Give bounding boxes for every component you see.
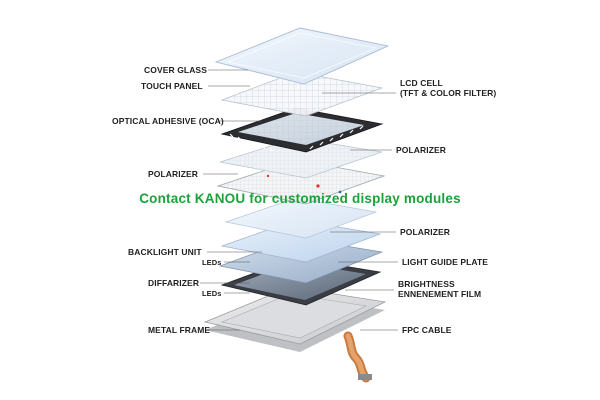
label-lcd-cell-sub: (TFT & COLOR FILTER) <box>400 88 497 98</box>
label-lcd-cell: LCD CELL <box>400 78 443 88</box>
touch-panel-layer <box>220 71 384 117</box>
label-brightness: BRIGHTNESS <box>398 279 455 289</box>
label-polarizer-right-mid: POLARIZER <box>400 227 451 237</box>
fpc-cable <box>343 331 372 383</box>
label-touch-panel: TOUCH PANEL <box>141 81 203 91</box>
label-cover-glass: COVER GLASS <box>144 65 207 75</box>
label-diffarizer: DIFFARIZER <box>148 278 200 288</box>
optical-adhesive-layer <box>220 107 384 153</box>
lower-polarizer-layer <box>224 197 378 239</box>
label-backlight-unit: BACKLIGHT UNIT <box>128 247 202 257</box>
watermark-text: Contact KANOU for customized display mod… <box>139 191 461 206</box>
polarizer-sheet-layer <box>219 137 383 179</box>
label-leds-bottom: LEDs <box>202 289 222 298</box>
metal-frame-layer <box>203 286 387 352</box>
label-brightness-sub: ENNENEMENT FILM <box>398 289 482 299</box>
label-metal-frame: METAL FRAME <box>148 325 211 335</box>
leader-lines <box>200 69 398 331</box>
label-polarizer-left: POLARIZER <box>148 169 199 179</box>
label-fpc-cable: FPC CABLE <box>402 325 452 335</box>
cover-glass-layer <box>214 27 390 85</box>
label-light-guide-plate: LIGHT GUIDE PLATE <box>402 257 489 267</box>
label-polarizer-right-top: POLARIZER <box>396 145 447 155</box>
label-optical-adhesive: OPTICAL ADHESIVE (OCA) <box>112 116 224 126</box>
label-leds-top: LEDs <box>202 258 222 267</box>
